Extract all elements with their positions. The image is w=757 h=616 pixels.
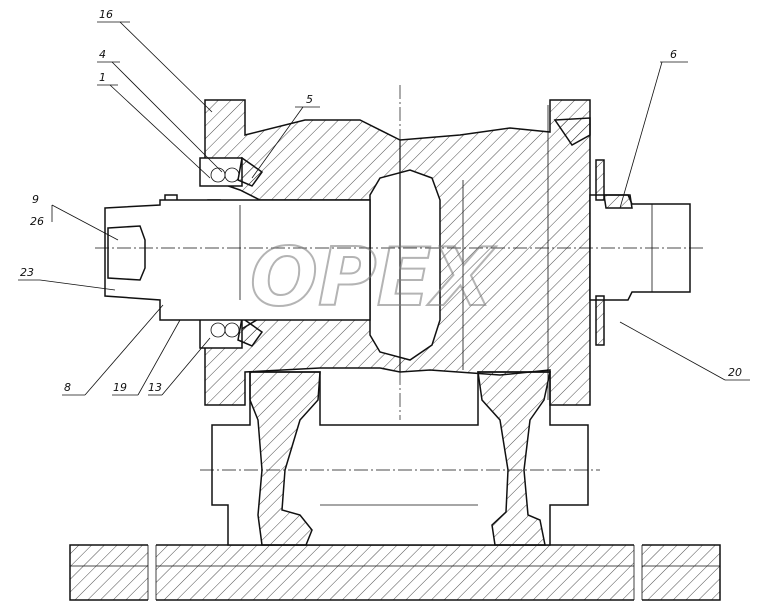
callout-26: 26 bbox=[30, 215, 44, 228]
callout-9: 9 bbox=[32, 193, 39, 206]
callout-13: 13 bbox=[148, 381, 162, 394]
callout-23: 23 bbox=[20, 266, 34, 279]
callout-20: 20 bbox=[728, 366, 742, 379]
rail bbox=[69, 540, 721, 610]
center-lines bbox=[95, 85, 705, 420]
callout-19: 19 bbox=[113, 381, 127, 394]
watermark: OPEX bbox=[250, 231, 496, 324]
callout-5: 5 bbox=[306, 93, 313, 106]
callout-8: 8 bbox=[64, 381, 71, 394]
leader-lines bbox=[18, 21, 750, 396]
callout-6: 6 bbox=[670, 48, 677, 61]
callout-16: 16 bbox=[99, 8, 113, 21]
callout-1: 1 bbox=[99, 71, 106, 84]
callout-4: 4 bbox=[99, 48, 106, 61]
shaft bbox=[104, 159, 691, 346]
lower-frame bbox=[200, 371, 600, 546]
